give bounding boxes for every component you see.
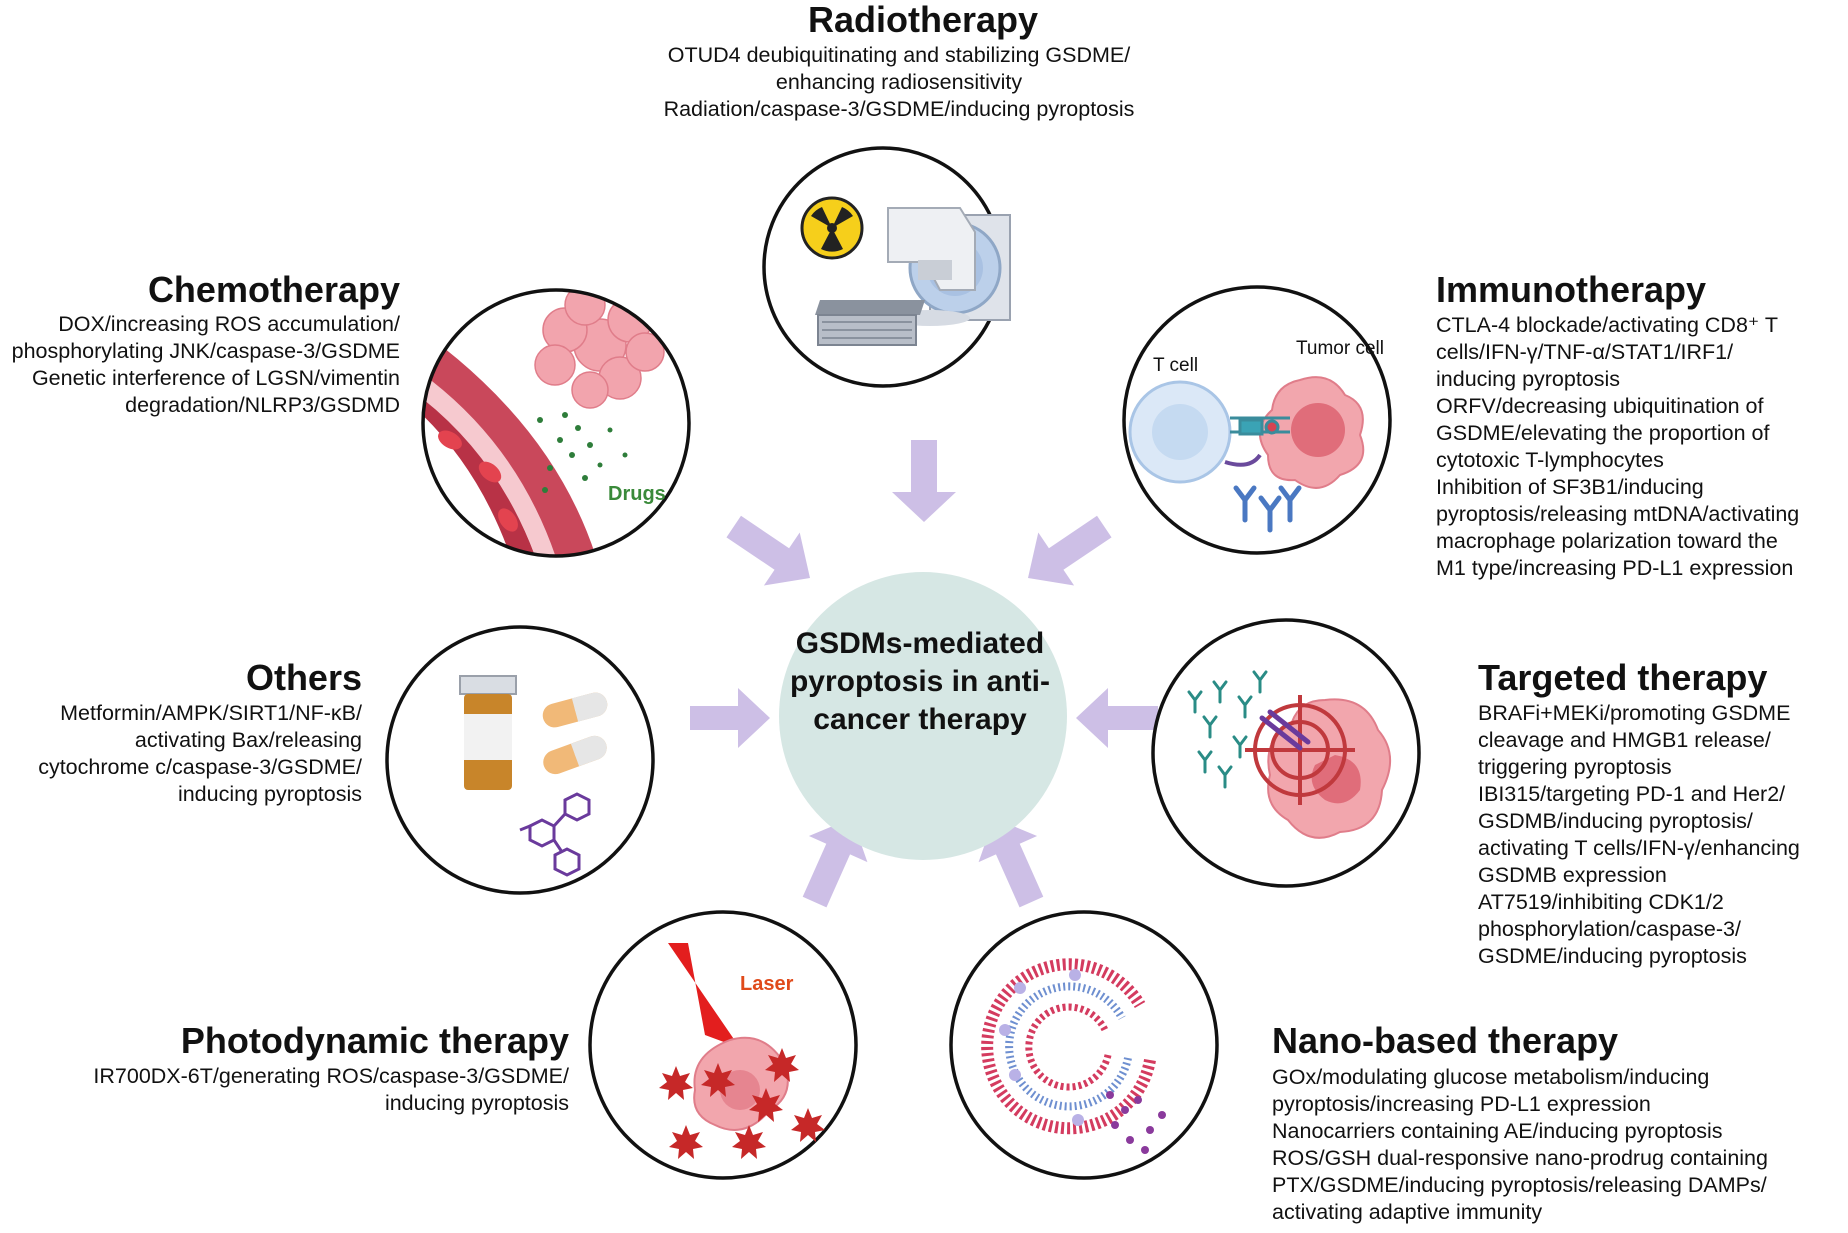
chemotherapy-line: degradation/NLRP3/GSDMD bbox=[125, 393, 400, 417]
tumor-cell-label: Tumor cell bbox=[1296, 338, 1384, 359]
nano-line: activating adaptive immunity bbox=[1272, 1200, 1543, 1224]
radiation-hazard-icon bbox=[800, 196, 864, 260]
center-label: GSDMs-mediated pyroptosis in anti- cance… bbox=[760, 625, 1080, 739]
immunotherapy-line: inducing pyroptosis bbox=[1436, 367, 1621, 391]
photodynamic-line: IR700DX-6T/generating ROS/caspase-3/GSDM… bbox=[93, 1064, 569, 1088]
nano-based-therapy-description: GOx/modulating glucose metabolism/induci… bbox=[1272, 1064, 1768, 1226]
radiotherapy-title: Radiotherapy bbox=[808, 0, 1039, 40]
liposome-icon bbox=[981, 958, 1156, 1135]
molecule-icon bbox=[519, 792, 591, 877]
immunotherapy-line: CTLA-4 blockade/activating CD8⁺ T bbox=[1436, 313, 1778, 337]
radiotherapy-description: OTUD4 deubiquitinating and stabilizing G… bbox=[624, 42, 1174, 123]
targeted-line: activating T cells/IFN-γ/enhancing bbox=[1478, 836, 1800, 860]
radiotherapy-line: enhancing radiosensitivity bbox=[775, 70, 1023, 94]
immunotherapy-line: cytotoxic T-lymphocytes bbox=[1436, 448, 1664, 472]
ros-burst-icons bbox=[659, 1048, 825, 1159]
others-circle bbox=[385, 625, 655, 895]
photodynamic-therapy-title: Photodynamic therapy bbox=[180, 1020, 569, 1061]
targeted-line: BRAFi+MEKi/promoting GSDME bbox=[1478, 701, 1791, 725]
drug-molecule-icon bbox=[1259, 709, 1311, 751]
others-title: Others bbox=[245, 657, 362, 698]
immunotherapy-line: macrophage polarization toward the bbox=[1436, 529, 1778, 553]
capsule-icons bbox=[542, 692, 608, 775]
immunotherapy-line: GSDME/elevating the proportion of bbox=[1436, 421, 1770, 445]
targeted-line: AT7519/inhibiting CDK1/2 bbox=[1478, 890, 1724, 914]
nano-based-circle bbox=[949, 910, 1219, 1180]
center-line: pyroptosis in anti- bbox=[789, 665, 1050, 698]
chemotherapy-description: DOX/increasing ROS accumulation/ phospho… bbox=[12, 311, 400, 419]
targeted-therapy-description: BRAFi+MEKi/promoting GSDME cleavage and … bbox=[1478, 700, 1800, 970]
immunotherapy-circle bbox=[1122, 285, 1392, 555]
drugs-label: Drugs bbox=[608, 483, 666, 505]
targeted-line: GSDME/inducing pyroptosis bbox=[1478, 944, 1747, 968]
immunotherapy-line: pyroptosis/releasing mtDNA/activating bbox=[1436, 502, 1800, 526]
targeted-line: IBI315/targeting PD-1 and Her2/ bbox=[1478, 782, 1786, 806]
chemotherapy-line: Genetic interference of LGSN/vimentin bbox=[31, 366, 400, 390]
antibody-cluster bbox=[1187, 670, 1268, 789]
targeted-line: GSDMB/inducing pyroptosis/ bbox=[1478, 809, 1753, 833]
red-blood-cells bbox=[438, 430, 518, 532]
others-line: activating Bax/releasing bbox=[134, 728, 362, 752]
pill-bottle-icon bbox=[459, 675, 517, 790]
immunotherapy-line: M1 type/increasing PD-L1 expression bbox=[1436, 556, 1794, 580]
immunotherapy-title: Immunotherapy bbox=[1436, 269, 1707, 310]
others-line: cytochrome c/caspase-3/GSDME/ bbox=[38, 755, 362, 779]
center-line: cancer therapy bbox=[813, 703, 1027, 736]
nano-line: GOx/modulating glucose metabolism/induci… bbox=[1272, 1065, 1710, 1089]
targeted-line: triggering pyroptosis bbox=[1478, 755, 1672, 779]
linear-accelerator-icon bbox=[815, 207, 1011, 346]
t-cell-label: T cell bbox=[1153, 355, 1199, 376]
photodynamic-therapy-description: IR700DX-6T/generating ROS/caspase-3/GSDM… bbox=[93, 1063, 569, 1117]
antibody-icons bbox=[1233, 485, 1302, 533]
others-description: Metformin/AMPK/SIRT1/NF-κB/ activating B… bbox=[38, 700, 362, 808]
laser-beam-icon bbox=[668, 943, 740, 1048]
targeted-line: phosphorylation/caspase-3/ bbox=[1478, 917, 1741, 941]
chemotherapy-title: Chemotherapy bbox=[147, 269, 400, 310]
targeted-line: GSDMB expression bbox=[1478, 863, 1667, 887]
chemotherapy-circle bbox=[421, 288, 691, 558]
radiotherapy-line: OTUD4 deubiquitinating and stabilizing G… bbox=[667, 43, 1131, 67]
ligand-icon bbox=[1224, 453, 1262, 467]
nano-based-therapy-title: Nano-based therapy bbox=[1272, 1020, 1619, 1061]
targeted-line: cleavage and HMGB1 release/ bbox=[1478, 728, 1771, 752]
arrow-from-others bbox=[690, 688, 770, 748]
center-line: GSDMs-mediated bbox=[795, 627, 1045, 660]
arrow-from-targeted bbox=[1076, 688, 1158, 748]
radiotherapy-line: Radiation/caspase-3/GSDME/inducing pyrop… bbox=[663, 97, 1135, 121]
radiotherapy-circle bbox=[762, 146, 1011, 388]
immunotherapy-line: ORFV/decreasing ubiquitination of bbox=[1436, 394, 1764, 418]
others-line: Metformin/AMPK/SIRT1/NF-κB/ bbox=[60, 701, 362, 725]
photodynamic-line: inducing pyroptosis bbox=[384, 1091, 569, 1115]
immunotherapy-line: Inhibition of SF3B1/inducing bbox=[1436, 475, 1704, 499]
laser-label: Laser bbox=[740, 973, 794, 995]
arrow-from-chemotherapy bbox=[726, 515, 810, 586]
drug-particles bbox=[537, 412, 628, 493]
targeted-therapy-circle bbox=[1151, 618, 1421, 888]
others-line: inducing pyroptosis bbox=[177, 782, 362, 806]
center-circle bbox=[779, 572, 1067, 860]
nano-line: pyroptosis/increasing PD-L1 expression bbox=[1272, 1092, 1651, 1116]
chemotherapy-line: DOX/increasing ROS accumulation/ bbox=[58, 312, 400, 336]
arrows bbox=[690, 440, 1158, 908]
targeted-therapy-title: Targeted therapy bbox=[1478, 657, 1768, 698]
chemotherapy-line: phosphorylating JNK/caspase-3/GSDME bbox=[11, 339, 400, 363]
arrow-from-immunotherapy bbox=[1028, 515, 1112, 586]
nano-line: Nanocarriers containing AE/inducing pyro… bbox=[1272, 1119, 1723, 1143]
immunotherapy-description: CTLA-4 blockade/activating CD8⁺ T cells/… bbox=[1436, 312, 1799, 582]
t-cell-icon bbox=[1128, 380, 1232, 484]
tumor-cell-icon bbox=[1259, 376, 1365, 489]
immunotherapy-line: cells/IFN-γ/TNF-α/STAT1/IRF1/ bbox=[1436, 340, 1734, 364]
nano-line: PTX/GSDME/inducing pyroptosis/releasing … bbox=[1272, 1173, 1767, 1197]
photodynamic-circle bbox=[588, 910, 858, 1180]
released-drug-particles bbox=[1106, 1091, 1166, 1154]
ligand-lilac-dots bbox=[999, 969, 1084, 1126]
nano-line: ROS/GSH dual-responsive nano-prodrug con… bbox=[1272, 1146, 1768, 1170]
arrow-from-radiotherapy bbox=[892, 440, 956, 522]
receptor-complex bbox=[1230, 416, 1290, 436]
